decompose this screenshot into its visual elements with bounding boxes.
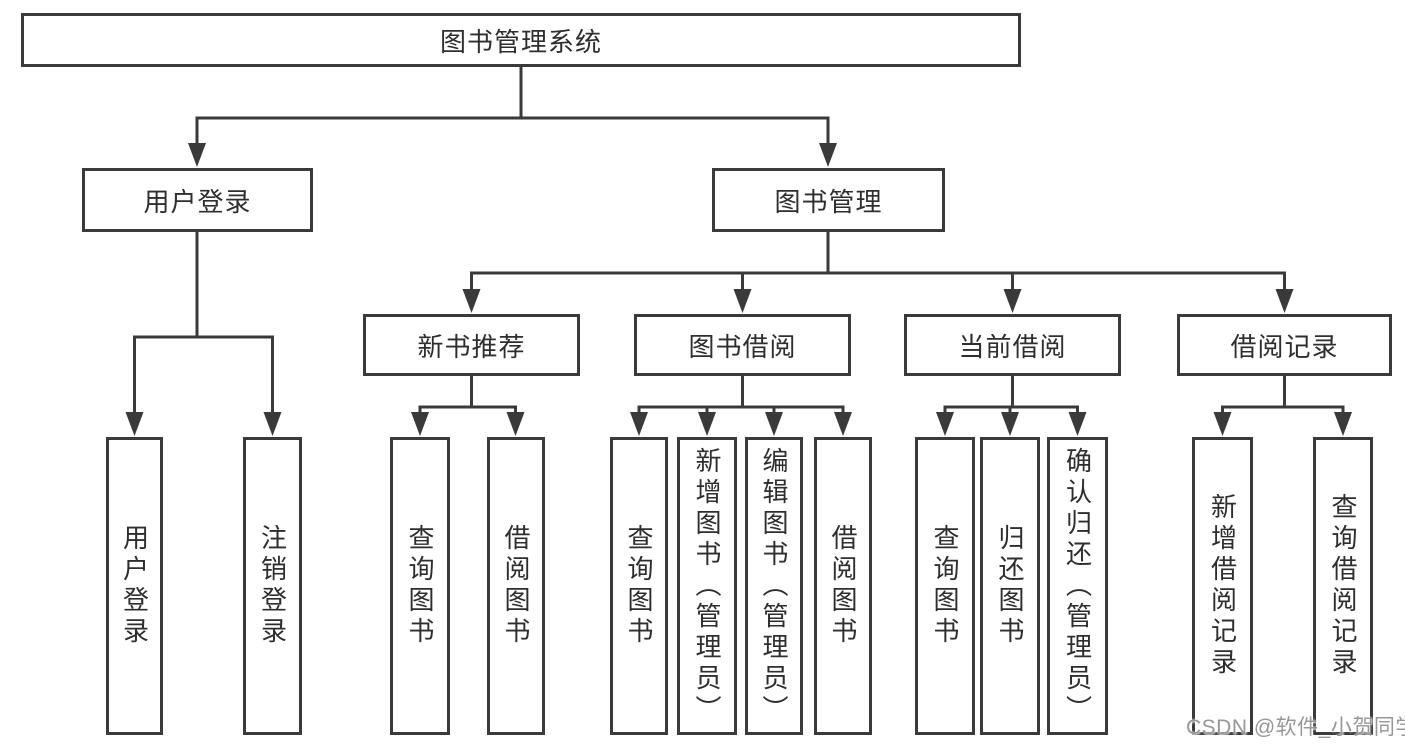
leaf-br-query-record: 查询借阅记录 (1313, 437, 1373, 735)
connector-book-borrow (637, 376, 845, 417)
node-root: 图书管理系统 (21, 13, 1021, 67)
node-borrow-records: 借阅记录 (1177, 314, 1392, 376)
csdn-watermark: CSDN @软件_小贺同学 (1186, 716, 1405, 739)
leaf-cb-return-books: 归还图书 (980, 437, 1040, 735)
leaf-bb-edit-book-admin: 编辑图书（管理员） (745, 437, 803, 735)
leaf-bb-borrow-books: 借阅图书 (814, 437, 872, 735)
connector-user-login (133, 232, 274, 417)
node-current-borrow: 当前借阅 (904, 314, 1121, 376)
leaf-br-add-record: 新增借阅记录 (1192, 437, 1253, 735)
connector-borrow-records (1221, 376, 1345, 417)
leaf-cb-confirm-return-admin: 确认归还（管理员） (1047, 437, 1108, 735)
node-new-book-recommend: 新书推荐 (363, 314, 580, 376)
leaf-user-login: 用户登录 (106, 437, 163, 735)
arrowheads (125, 143, 1352, 436)
node-book-management: 图书管理 (712, 168, 945, 232)
connector-root (195, 67, 830, 148)
connector-book-mgmt (470, 232, 1286, 294)
node-book-borrow: 图书借阅 (634, 314, 851, 376)
leaf-nb-query-books: 查询图书 (390, 437, 450, 735)
leaf-bb-query-books: 查询图书 (610, 437, 668, 735)
leaf-cb-query-books: 查询图书 (915, 437, 975, 735)
connector-current-borrow (943, 376, 1079, 417)
leaf-bb-add-book-admin: 新增图书（管理员） (677, 437, 737, 735)
leaf-nb-borrow-books: 借阅图书 (487, 437, 545, 735)
connector-new-books (418, 376, 517, 417)
node-user-login: 用户登录 (82, 168, 313, 232)
leaf-logout: 注销登录 (243, 437, 302, 735)
